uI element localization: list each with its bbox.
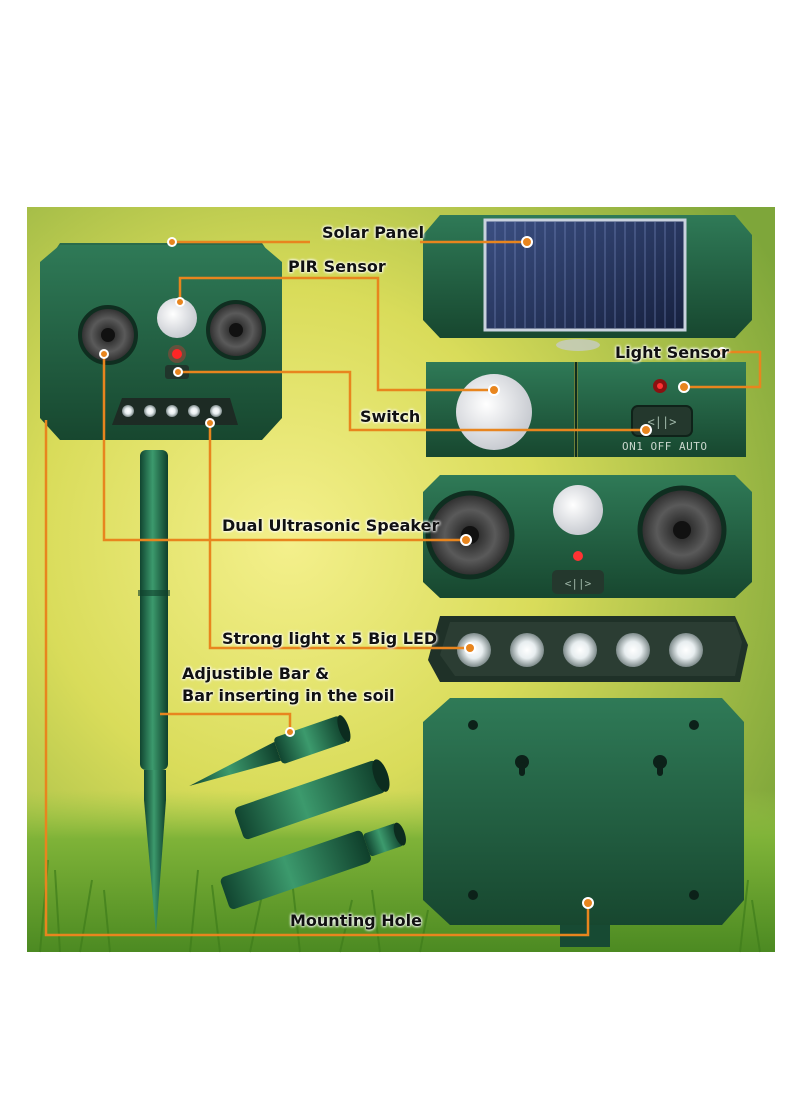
pir-sensor-icon <box>157 298 197 338</box>
speaker-closeup-panel: <||> <box>423 475 752 598</box>
label-mounting-hole: Mounting Hole <box>290 911 422 930</box>
device-housing <box>40 245 282 440</box>
label-dual-ultrasonic-speaker: Dual Ultrasonic Speaker <box>222 516 440 535</box>
ground-spike <box>144 800 166 935</box>
mounting-hole-icon <box>468 720 699 900</box>
switch-icon <box>552 570 604 594</box>
label-strong-light: Strong light x 5 Big LED <box>222 629 438 648</box>
label-light-sensor: Light Sensor <box>615 343 729 362</box>
label-pir-sensor: PIR Sensor <box>288 257 386 276</box>
grass-blades <box>39 859 761 953</box>
svg-text:<||>: <||> <box>648 415 677 429</box>
main-device <box>40 243 282 935</box>
mounting-back-panel <box>423 698 744 947</box>
label-adjustable-bar-line1: Adjustible Bar & <box>182 664 330 683</box>
solar-panel-detail <box>423 215 752 351</box>
callout-lines <box>44 240 762 937</box>
pir-sensor-icon <box>553 485 603 535</box>
adjustable-bar-pieces <box>189 715 406 910</box>
light-sensor-icon <box>657 383 663 389</box>
label-adjustable-bar-line2: Bar inserting in the soil <box>182 686 395 705</box>
switch-marking: ON1 OFF AUTO <box>622 440 708 453</box>
label-solar-panel: Solar Panel <box>322 223 425 242</box>
led-icon <box>122 405 222 417</box>
mounting-pole <box>140 450 168 770</box>
label-switch: Switch <box>360 407 421 426</box>
svg-text:<||>: <||> <box>565 577 592 590</box>
callout-dots <box>99 236 727 909</box>
led-closeup-panel <box>428 616 748 682</box>
